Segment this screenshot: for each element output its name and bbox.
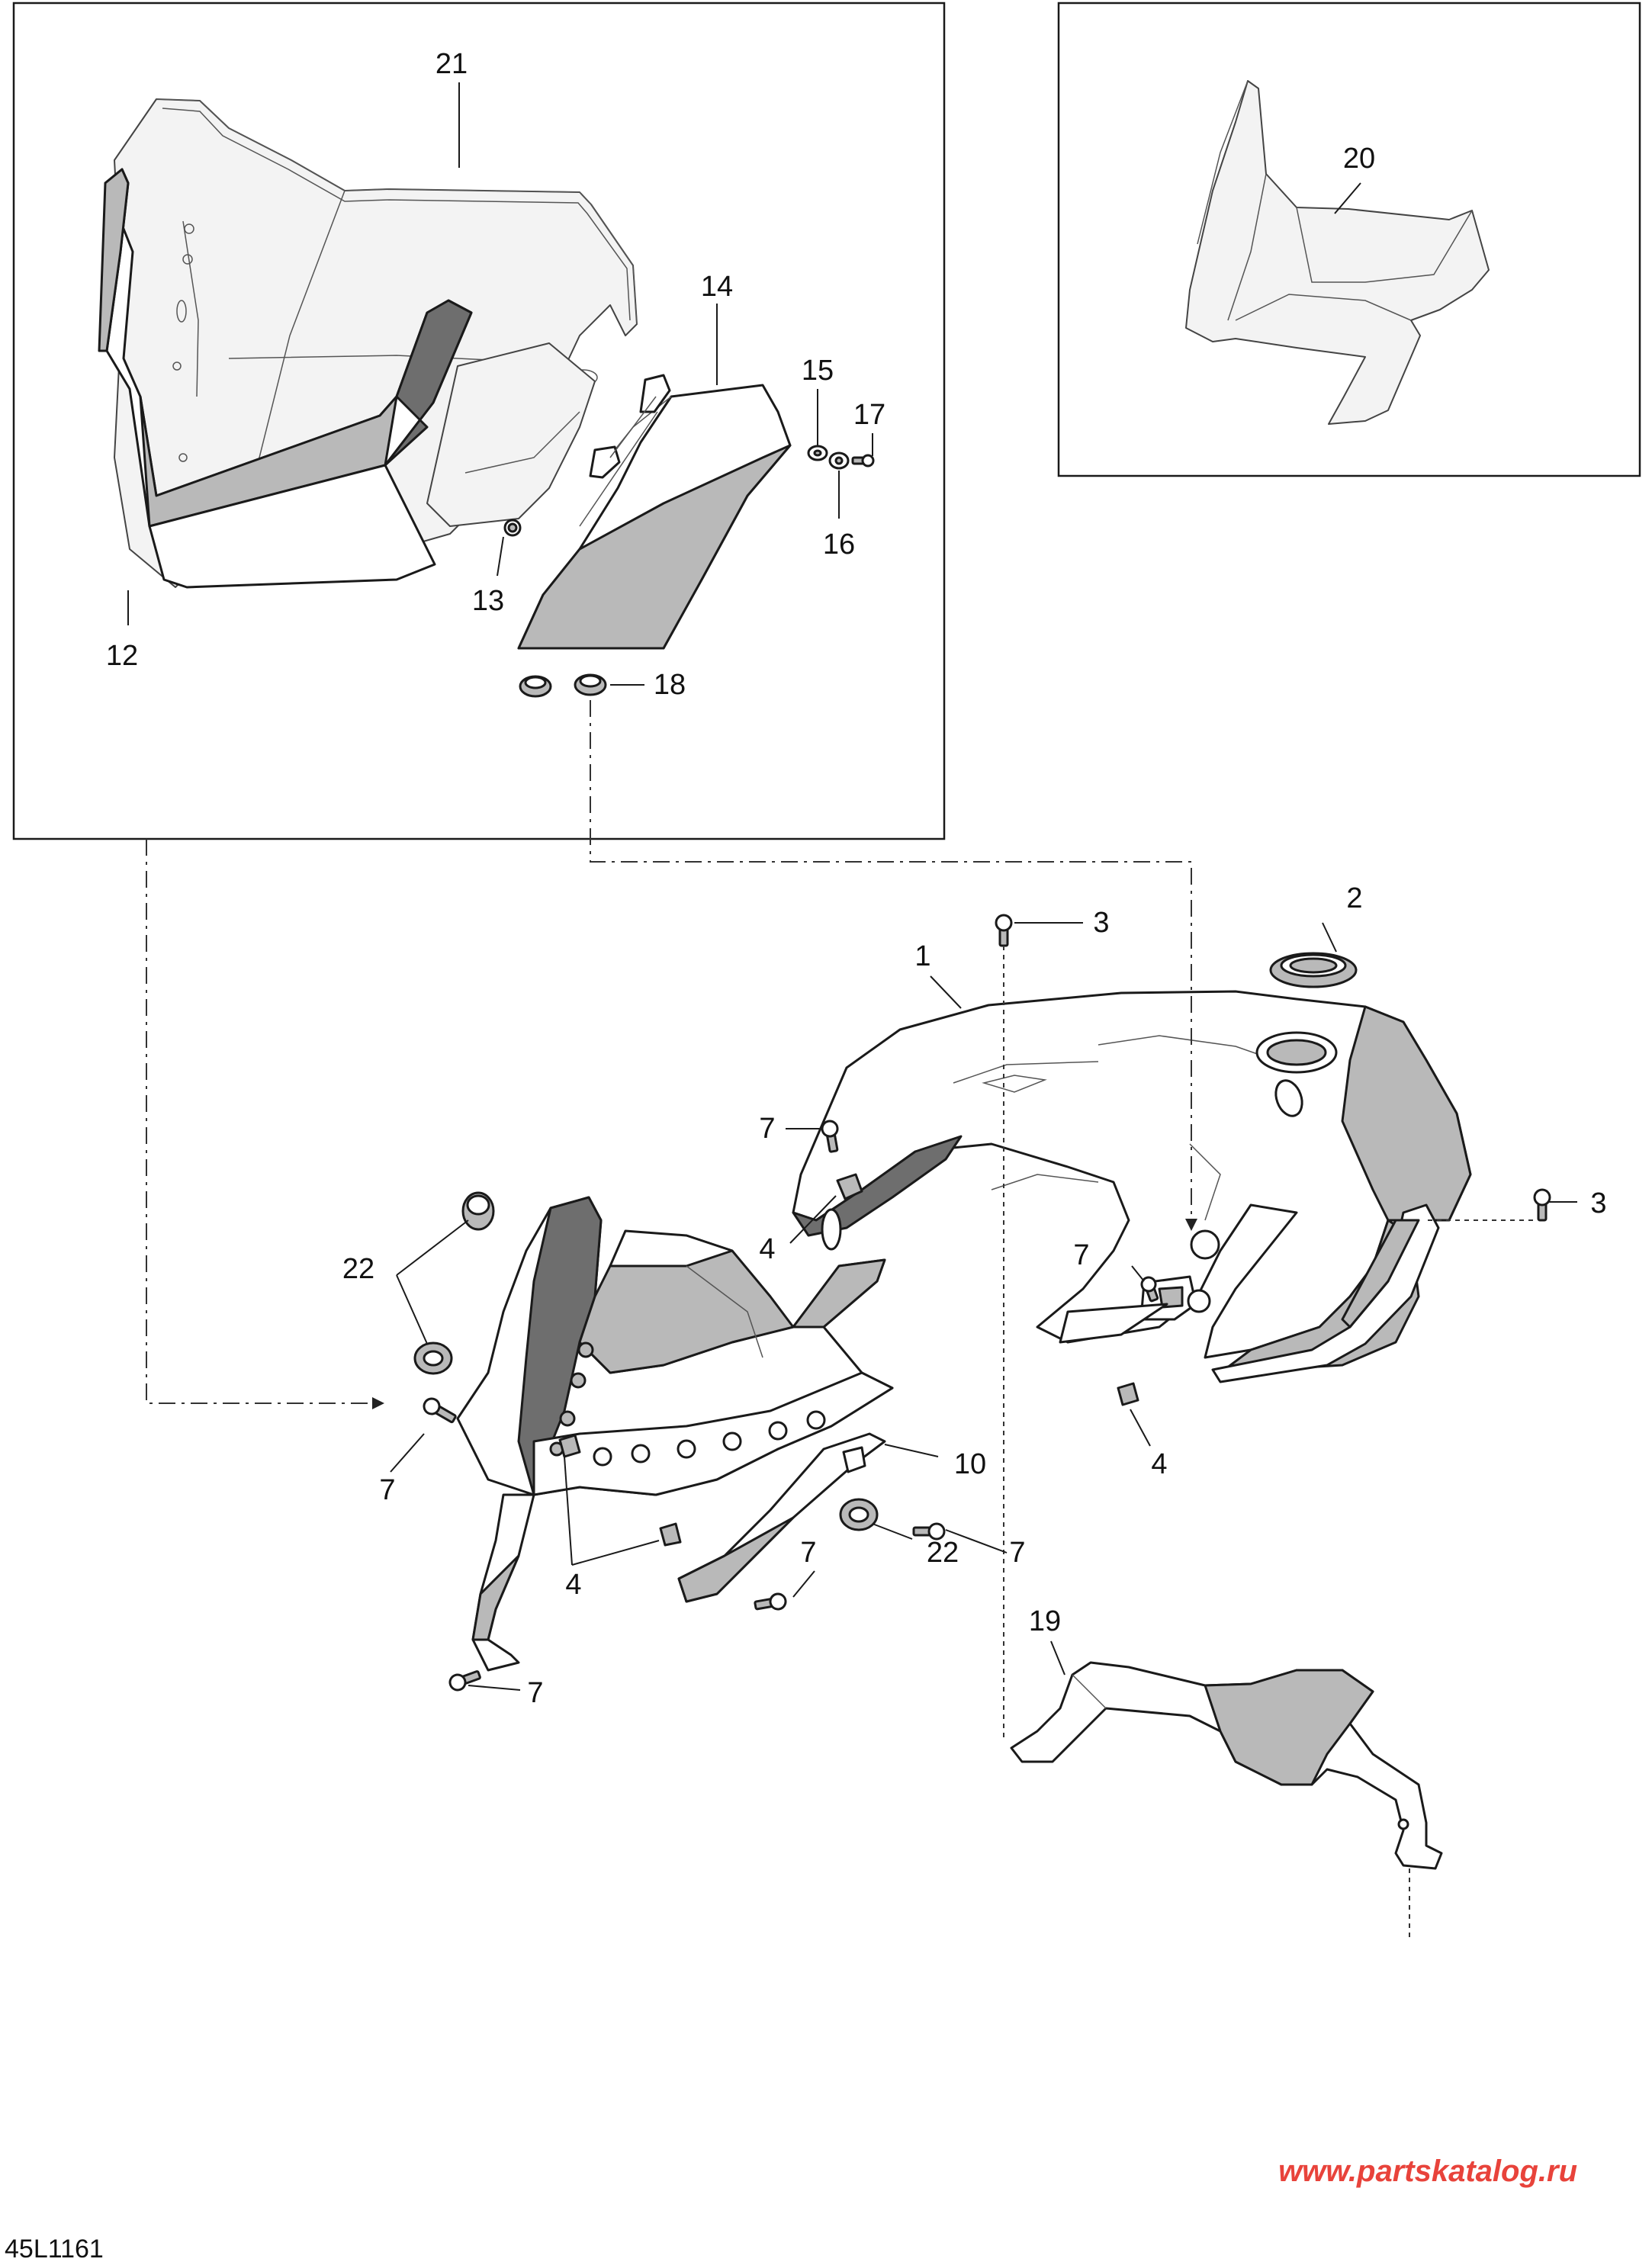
callout-18: 18 [654,669,686,701]
screw-part-17[interactable] [851,454,875,468]
assembly-line [590,700,1192,1219]
clip-part-4[interactable] [558,1173,1139,1547]
callout-14: 14 [701,271,733,303]
hole-marker [1187,1289,1211,1313]
callout-7: 7 [1073,1239,1089,1271]
nut-part-13[interactable] [503,519,522,537]
callout-10: 10 [954,1448,986,1480]
callout-2: 2 [1346,882,1362,914]
callout-20: 20 [1343,143,1375,175]
hole-marker [1190,1229,1220,1260]
callout-21: 21 [435,48,468,80]
callout-7: 7 [800,1537,816,1569]
fairing-mount-part-10[interactable] [456,1196,894,1496]
callout-1: 1 [914,940,930,972]
callout-3: 3 [1093,907,1109,939]
lower-fairing-arms [471,1432,886,1672]
deflector-part-12[interactable] [98,168,473,589]
callout-4: 4 [565,1569,581,1601]
callout-7: 7 [1009,1537,1025,1569]
callout-12: 12 [106,640,138,672]
bracket-part-19[interactable] [1010,1661,1443,1870]
callout-13: 13 [472,585,504,617]
watermark: www.partskatalog.ru [1278,2154,1577,2188]
washer-part-16[interactable] [828,451,850,470]
callout-7: 7 [759,1113,775,1145]
headlight-cover-part-20[interactable] [1185,80,1490,425]
callout-7: 7 [527,1677,543,1709]
callout-15: 15 [802,355,834,387]
side-bracket [1211,1203,1440,1383]
windshield-kit-frame [12,2,946,840]
grommet-part-22[interactable] [413,1191,879,1531]
gasket-part-2[interactable] [1269,952,1358,988]
washer-part-15[interactable] [807,445,828,461]
diagram-code: 45L1161 [5,2235,104,2262]
optional-part-frame [1057,2,1641,477]
side-panel-part-14[interactable] [517,374,792,650]
callout-16: 16 [823,529,855,561]
callout-22: 22 [342,1253,374,1285]
callout-labels: 21 14 15 17 16 13 12 18 20 3 2 1 7 3 7 4… [106,48,1607,1709]
mount-bracket [426,342,596,527]
callout-17: 17 [853,399,885,431]
callout-19: 19 [1029,1605,1061,1637]
assembly-line [146,839,372,1404]
screw-part-3[interactable] [995,914,1551,1222]
callout-4: 4 [759,1233,775,1265]
callout-4: 4 [1151,1448,1167,1480]
grommet-part-18[interactable] [519,673,607,698]
screw-part-7[interactable] [421,1120,1161,1692]
callout-7: 7 [379,1474,395,1506]
callout-22: 22 [927,1537,959,1569]
callout-3: 3 [1590,1187,1606,1219]
